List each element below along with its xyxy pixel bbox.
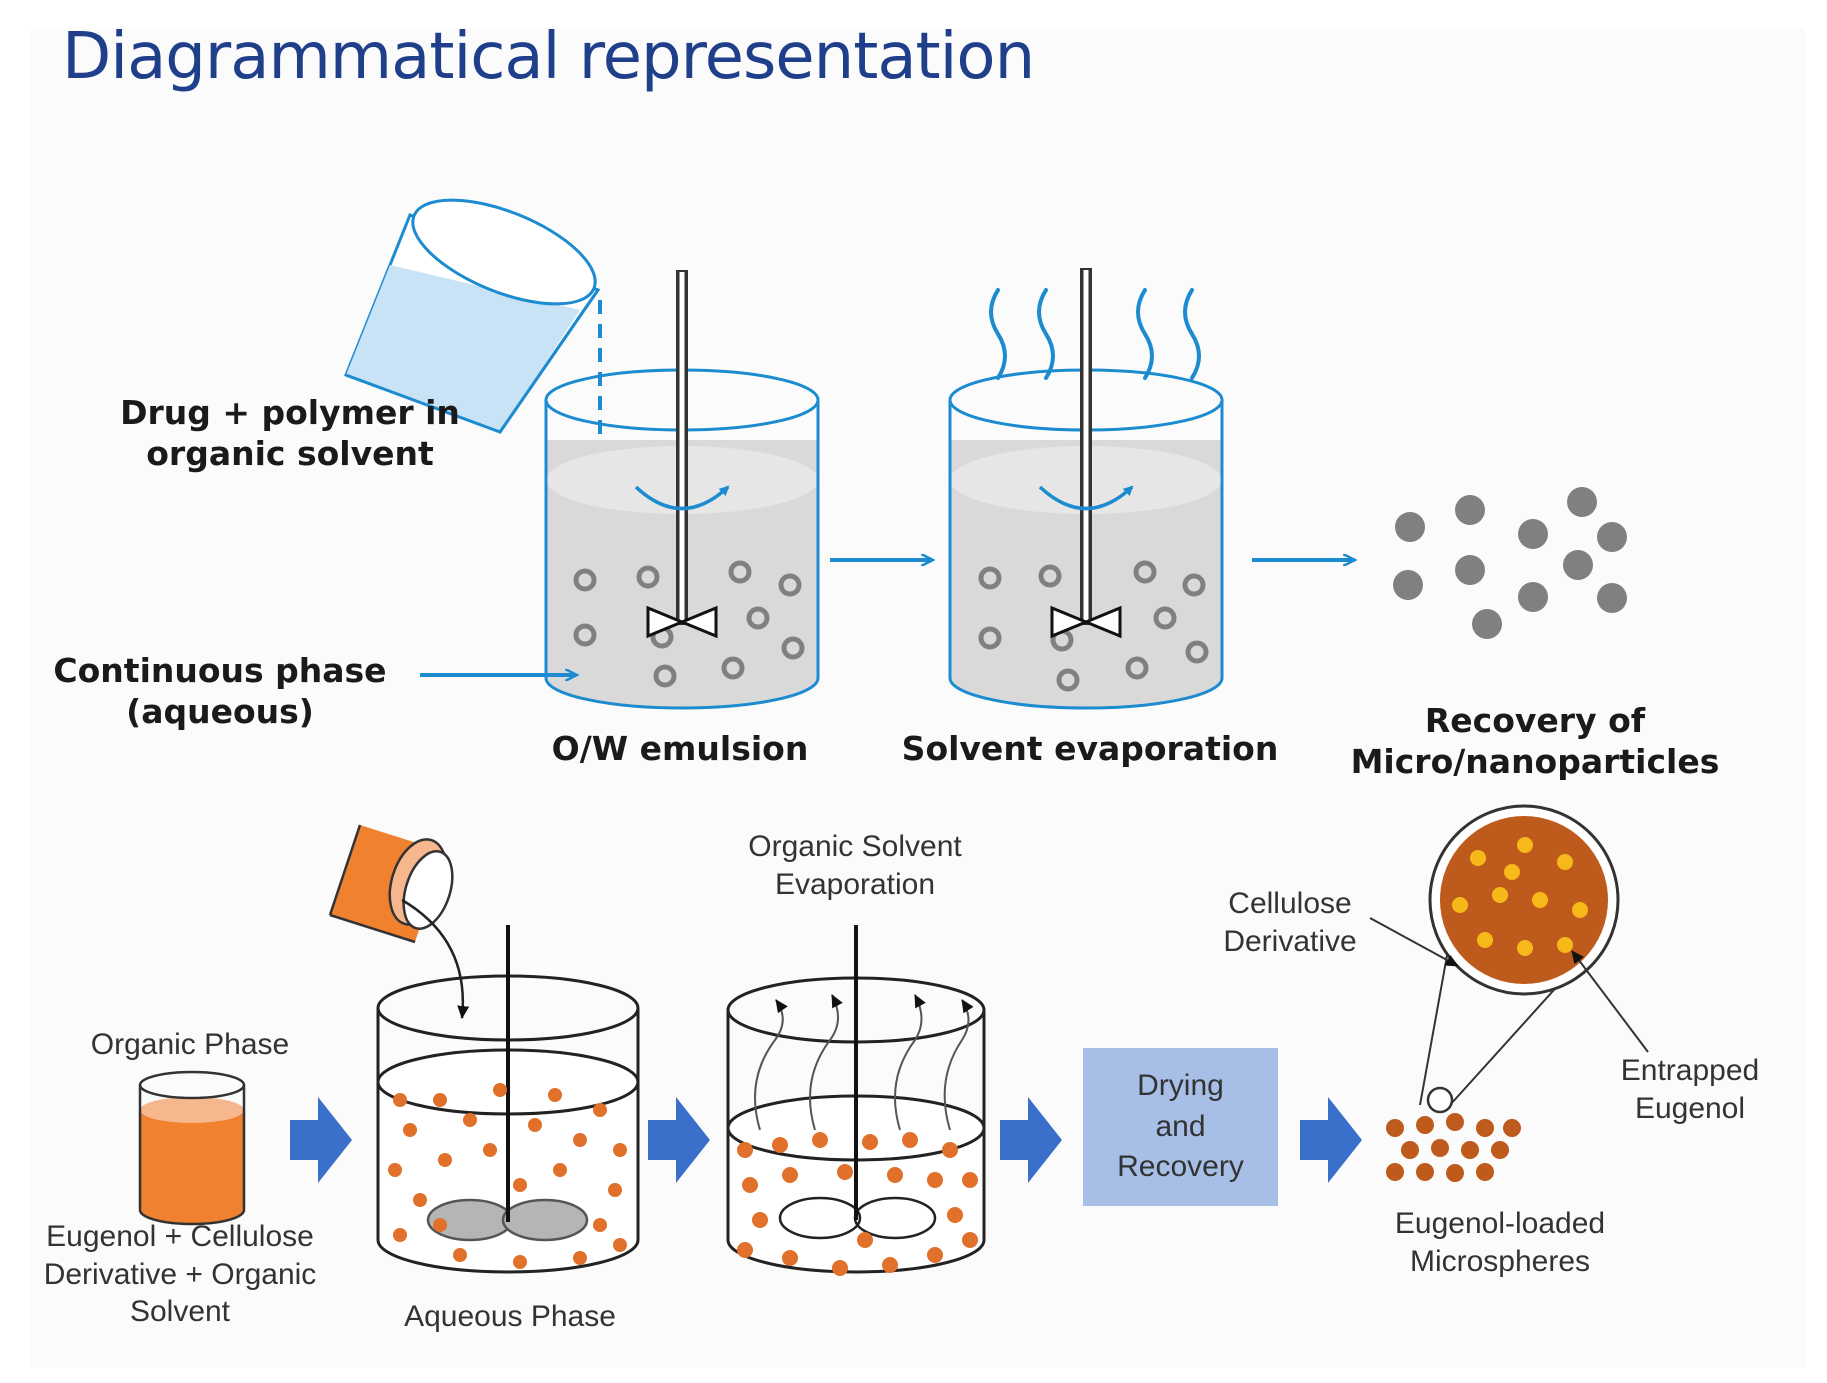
- page-title: Diagrammatical representation: [62, 20, 1035, 94]
- pour-label: Drug + polymer in organic solvent: [120, 393, 460, 474]
- recovered-particles: [1393, 487, 1627, 639]
- recovery-label: Recovery of Micro/nanoparticles: [1350, 701, 1720, 782]
- eugenol-pointer: [1571, 950, 1649, 1053]
- aqueous-phase-label: Aqueous Phase: [404, 1300, 616, 1333]
- cellulose-derivative-label: Cellulose Derivative: [1223, 887, 1357, 958]
- microsphere-cluster: [1386, 1113, 1521, 1182]
- drying-recovery-box: Drying and Recovery: [1083, 1048, 1278, 1206]
- organic-phase-label: Organic Phase: [90, 1028, 290, 1061]
- pour-arrow-bottom: [401, 898, 470, 1019]
- vapor-wavy-lines: [989, 288, 1201, 380]
- cellulose-pointer: [1369, 917, 1459, 967]
- organic-ingredients-label: Eugenol + Cellulose Derivative + Organic…: [43, 1220, 317, 1328]
- entrapped-eugenol-label: Entrapped Eugenol: [1620, 1054, 1760, 1125]
- pouring-beaker: [344, 198, 601, 434]
- stirrer-1: [634, 270, 730, 639]
- stirrer-2: [1038, 268, 1134, 639]
- aqueous-orange-droplets: [388, 1083, 627, 1269]
- eugenol-spots: [1452, 837, 1588, 956]
- solvent-evaporation-bottom-label: Organic Solvent Evaporation: [748, 830, 962, 901]
- microsphere-zoom: [1419, 804, 1620, 1106]
- solvent-evaporation-label: Solvent evaporation: [901, 729, 1279, 768]
- microspheres-label: Eugenol-loaded Microspheres: [1394, 1207, 1606, 1278]
- evaporation-orange-droplets: [737, 1132, 978, 1276]
- pouring-orange-cup: [328, 824, 454, 944]
- organic-phase-beaker: [138, 1070, 246, 1226]
- continuous-phase-label: Continuous phase (aqueous): [53, 651, 387, 732]
- emulsion-label: O/W emulsion: [551, 729, 809, 768]
- zoomed-sphere-marker: [1426, 1086, 1454, 1114]
- emulsion-droplets: [573, 560, 805, 688]
- evaporation-droplets: [978, 560, 1209, 692]
- evaporation-vapor-arrows: [754, 994, 974, 1131]
- evaporation-beaker: [948, 368, 1224, 710]
- block-arrows: [290, 1097, 1362, 1183]
